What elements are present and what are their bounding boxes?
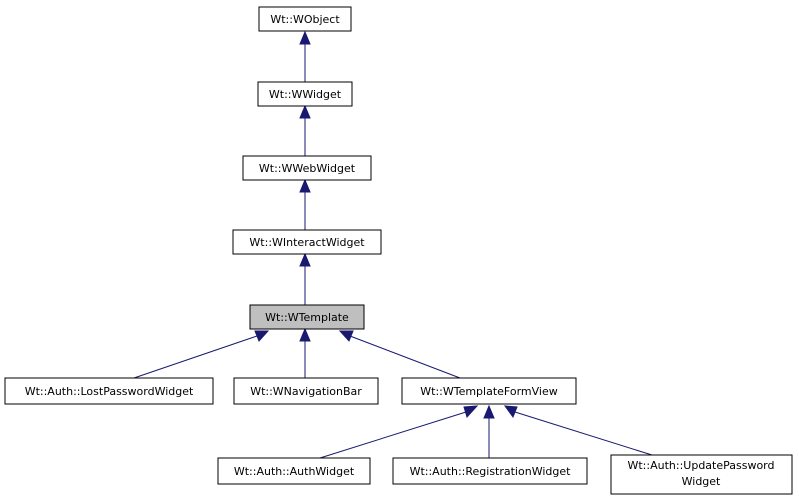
edge-wtemplateformview-to-wtemplate	[349, 335, 461, 379]
edge-updatepasswordwidget-to-wtemplateformview	[514, 411, 653, 456]
node-label-wwebwidget: Wt::WWebWidget	[259, 162, 356, 175]
node-authwidget[interactable]: Wt::Auth::AuthWidget	[217, 457, 371, 485]
edge-authwidget-to-wtemplateformview	[319, 411, 467, 459]
edge-lostpasswordwidget-to-wtemplate	[133, 335, 258, 379]
node-label-wobject: Wt::WObject	[270, 13, 340, 26]
node-winteractwidget[interactable]: Wt::WInteractWidget	[232, 229, 382, 255]
arrowhead-wtemplateformview-center	[483, 404, 495, 419]
node-wtemplate[interactable]: Wt::WTemplate	[249, 304, 365, 330]
node-label-wtemplate: Wt::WTemplate	[265, 311, 349, 324]
node-label-wtemplateformview: Wt::WTemplateFormView	[420, 385, 557, 398]
node-wwebwidget[interactable]: Wt::WWebWidget	[242, 155, 372, 181]
node-label-updatepasswordwidget-line1: Wt::Auth::UpdatePassword	[627, 459, 774, 472]
arrowhead-wwidget	[299, 104, 311, 119]
node-label-lostpasswordwidget: Wt::Auth::LostPasswordWidget	[25, 385, 194, 398]
node-wtemplateformview[interactable]: Wt::WTemplateFormView	[401, 377, 577, 405]
nodes: Wt::WObject Wt::WWidget Wt::WWebWidget W…	[4, 6, 793, 495]
node-label-wwidget: Wt::WWidget	[269, 88, 342, 101]
arrowhead-wtemplate-center	[299, 327, 311, 342]
node-label-registrationwidget: Wt::Auth::RegistrationWidget	[410, 465, 572, 478]
node-lostpasswordwidget[interactable]: Wt::Auth::LostPasswordWidget	[4, 377, 214, 405]
edges	[133, 30, 653, 459]
node-wnavigationbar[interactable]: Wt::WNavigationBar	[233, 377, 379, 405]
arrowhead-wwebwidget	[299, 178, 311, 193]
node-wobject[interactable]: Wt::WObject	[258, 6, 352, 32]
arrowhead-wobject	[299, 30, 311, 45]
arrowhead-wtemplateformview-right	[503, 405, 518, 419]
arrowhead-winteractwidget	[299, 252, 311, 267]
node-registrationwidget[interactable]: Wt::Auth::RegistrationWidget	[392, 457, 588, 485]
node-updatepasswordwidget[interactable]: Wt::Auth::UpdatePassword Widget	[610, 454, 793, 495]
node-label-authwidget: Wt::Auth::AuthWidget	[234, 465, 355, 478]
node-label-wnavigationbar: Wt::WNavigationBar	[250, 385, 362, 398]
node-label-winteractwidget: Wt::WInteractWidget	[249, 236, 365, 249]
node-wwidget[interactable]: Wt::WWidget	[257, 81, 353, 107]
arrowhead-wtemplate-right	[338, 330, 354, 342]
arrowhead-wtemplate-left	[254, 330, 270, 342]
node-label-updatepasswordwidget-line2: Widget	[682, 475, 721, 488]
arrowhead-wtemplateformview-left	[463, 405, 479, 418]
